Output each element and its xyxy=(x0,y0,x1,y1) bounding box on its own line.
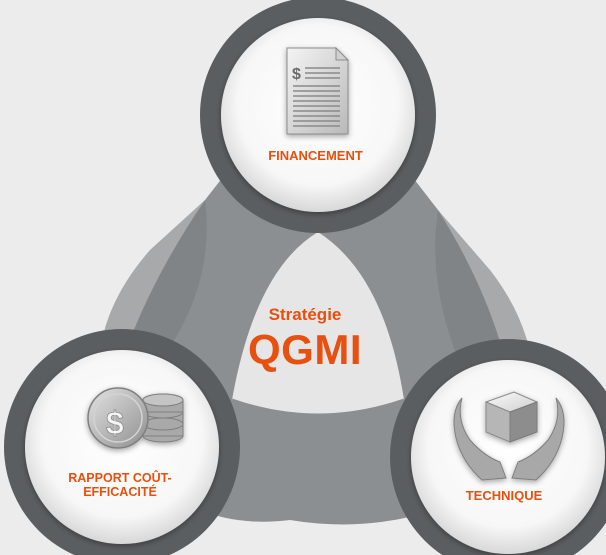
hands-cube-icon xyxy=(453,391,565,481)
center-region xyxy=(232,232,404,415)
center-subtitle: Stratégie xyxy=(268,305,342,324)
center-region-edge xyxy=(231,398,405,417)
node-label-rapport-cout-efficacite: RAPPORT COÛT- EFFICACITÉ xyxy=(40,471,200,500)
node-label-financement: FINANCEMENT xyxy=(268,148,363,163)
svg-text:$: $ xyxy=(292,66,301,83)
center-title: QGMI xyxy=(248,326,362,373)
node-label-line: RAPPORT COÛT- xyxy=(68,471,172,485)
document-dollar-icon: $ xyxy=(286,46,350,135)
node-label-technique: TECHNIQUE xyxy=(465,488,543,503)
node-label-line: EFFICACITÉ xyxy=(83,485,157,500)
coins-dollar-icon: $ xyxy=(87,387,184,449)
svg-text:$: $ xyxy=(106,405,124,441)
